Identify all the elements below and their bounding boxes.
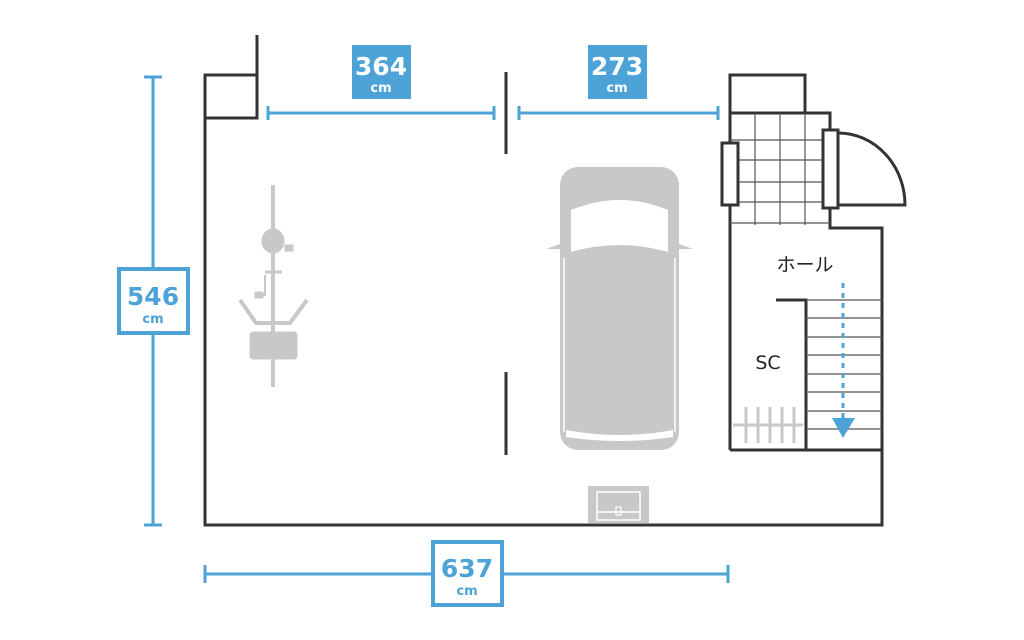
window — [720, 141, 740, 207]
entrance-door-frame — [821, 128, 840, 210]
dimension-right-width: 273 cm — [517, 45, 720, 120]
walls — [203, 35, 884, 527]
shoe-rack — [733, 407, 803, 443]
dimension-value: 364 — [355, 52, 407, 81]
dimension-value: 546 — [127, 282, 179, 311]
dimension-value: 273 — [591, 52, 643, 81]
dimension-unit: cm — [370, 81, 391, 96]
dimension-value: 637 — [441, 554, 493, 583]
dimension-unit: cm — [606, 81, 627, 96]
stairs — [806, 283, 882, 438]
dimension-total-width: 637 cm — [203, 540, 730, 607]
dimension-left-width: 364 cm — [266, 45, 496, 120]
entrance-tiles — [730, 113, 830, 225]
room-label-hall: ホール — [776, 254, 833, 276]
arrow-head-icon — [832, 418, 855, 438]
car-icon — [546, 167, 693, 450]
dimension-unit: cm — [142, 312, 163, 327]
storage-box-icon — [588, 486, 649, 523]
entrance-door-swing — [837, 131, 907, 207]
bicycle-icon — [238, 185, 309, 387]
dimension-unit: cm — [456, 584, 477, 599]
dimension-height: 546 cm — [117, 75, 190, 527]
room-label-storage: SC — [755, 352, 780, 374]
